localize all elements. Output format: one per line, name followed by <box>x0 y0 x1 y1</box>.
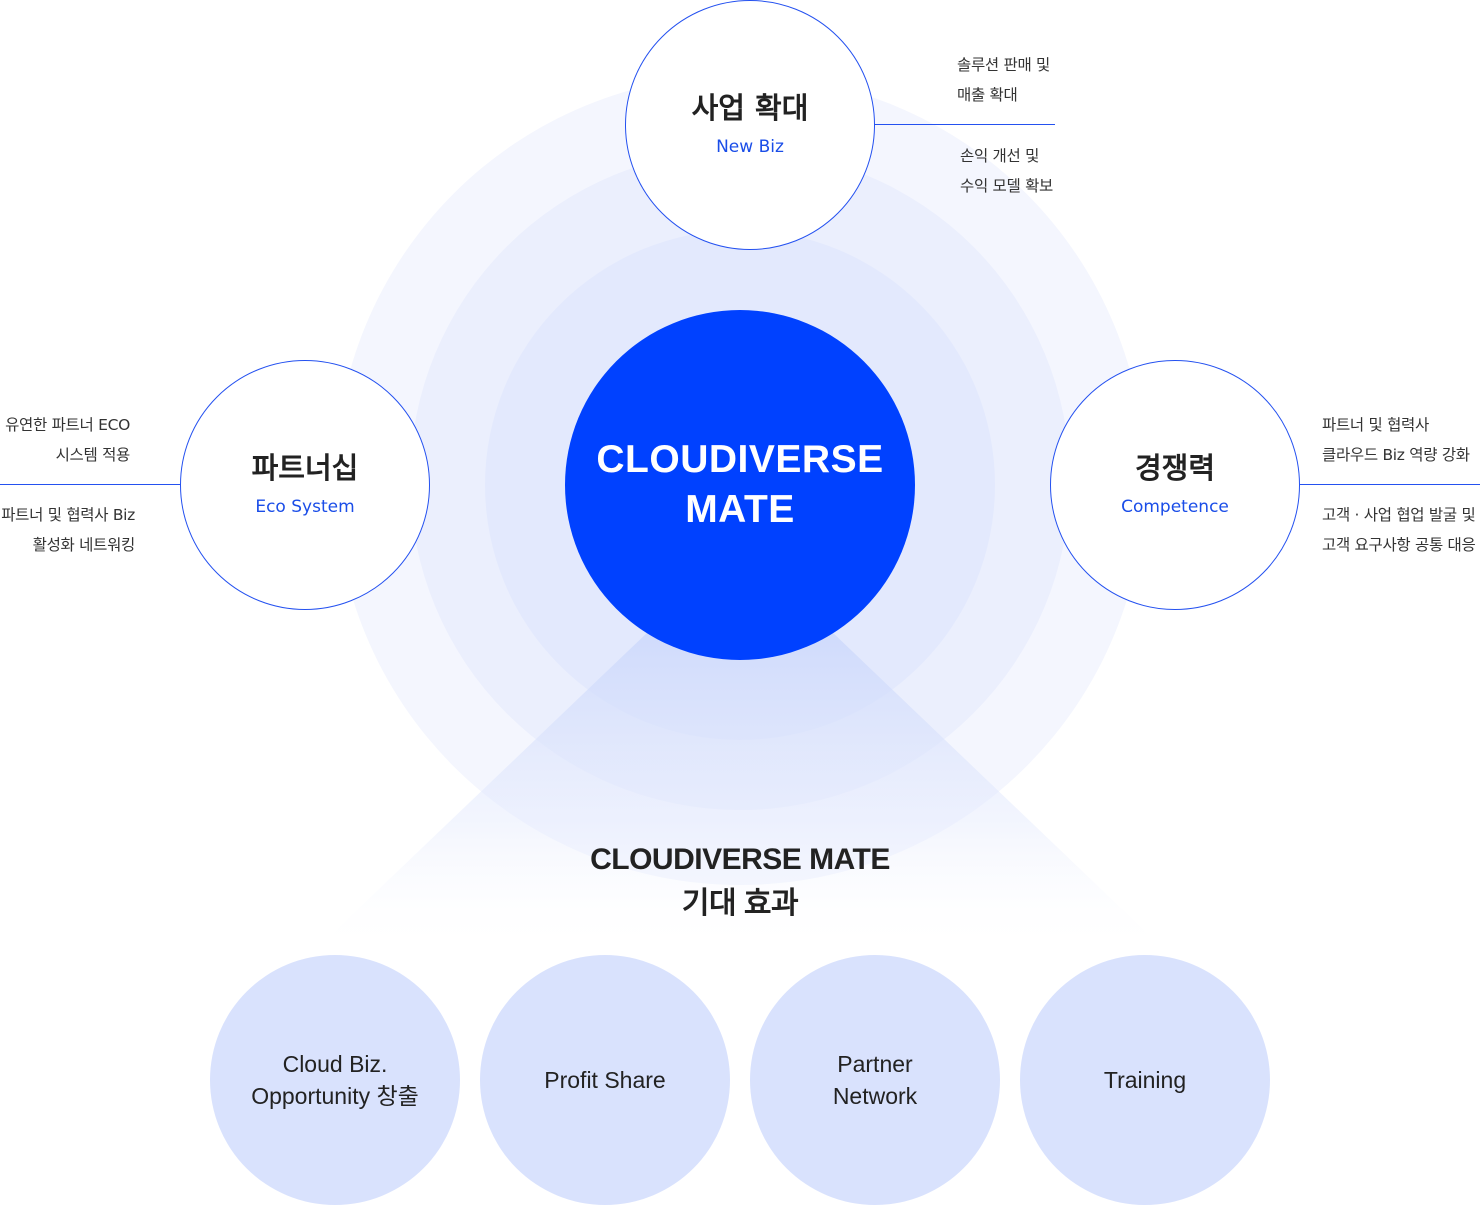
note-competence-upper: 파트너 및 협력사 클라우드 Biz 역량 강화 <box>1322 416 1470 464</box>
effect-circle-profit-share: Profit Share <box>480 955 730 1205</box>
note-biz-upper: 솔루션 판매 및 매출 확대 <box>957 56 1051 104</box>
effect-circle-partner-network: Partner Network <box>750 955 1000 1205</box>
node-new-biz: 사업 확대 New Biz <box>625 0 875 250</box>
node-subtitle: New Biz <box>716 137 784 157</box>
effect-label: Profit Share <box>544 1067 666 1093</box>
connector-line-competence <box>1300 484 1480 485</box>
node-subtitle: Eco System <box>255 497 355 517</box>
node-title: 파트너십 <box>251 451 359 485</box>
note-competence-lower: 고객 · 사업 협업 발굴 및 고객 요구사항 공통 대응 <box>1322 506 1476 554</box>
effect-label: Training <box>1103 1067 1187 1093</box>
effect-label: Cloud Biz. Opportunity 창출 <box>251 1051 419 1109</box>
note-partner-lower: 파트너 및 협력사 Biz 활성화 네트워킹 <box>1 506 135 554</box>
node-subtitle: Competence <box>1121 497 1229 517</box>
node-title: 경쟁력 <box>1134 451 1216 485</box>
node-title: 사업 확대 <box>691 91 809 125</box>
center-circle: CLOUDIVERSE MATE <box>565 310 915 660</box>
effects-title: CLOUDIVERSE MATE 기대 효과 <box>590 843 890 920</box>
node-competence: 경쟁력 Competence <box>1050 360 1300 610</box>
note-partner-upper: 유연한 파트너 ECO 시스템 적용 <box>5 416 130 464</box>
effect-label: Partner Network <box>832 1051 918 1109</box>
note-biz-lower: 손익 개선 및 수익 모델 확보 <box>960 147 1054 195</box>
connector-line-biz <box>874 124 1055 125</box>
center-title: CLOUDIVERSE MATE <box>596 438 884 531</box>
effect-circle-cloud-biz: Cloud Biz. Opportunity 창출 <box>210 955 460 1205</box>
effect-circle-training: Training <box>1020 955 1270 1205</box>
node-eco-system: 파트너십 Eco System <box>180 360 430 610</box>
connector-line-partner <box>0 484 180 485</box>
